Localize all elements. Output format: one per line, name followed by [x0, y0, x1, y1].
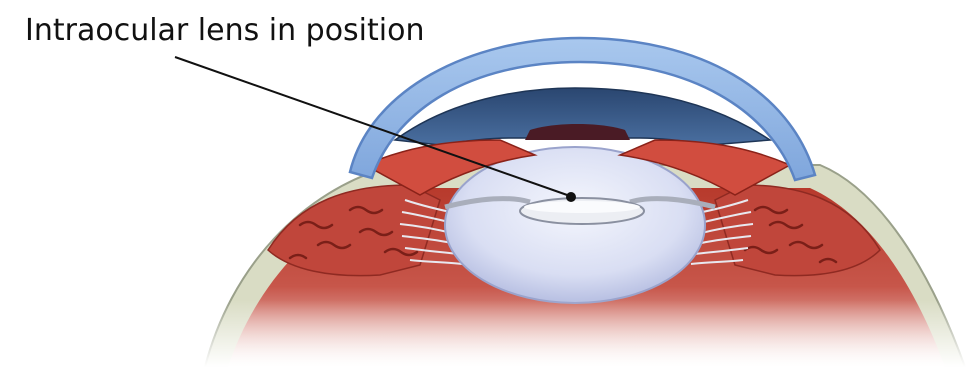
bottom-fade: [0, 300, 973, 367]
ciliary-body-left: [268, 185, 440, 276]
leader-dot: [566, 192, 576, 202]
lens-capsule: [445, 147, 705, 303]
annotation-label: Intraocular lens in position: [25, 13, 424, 48]
